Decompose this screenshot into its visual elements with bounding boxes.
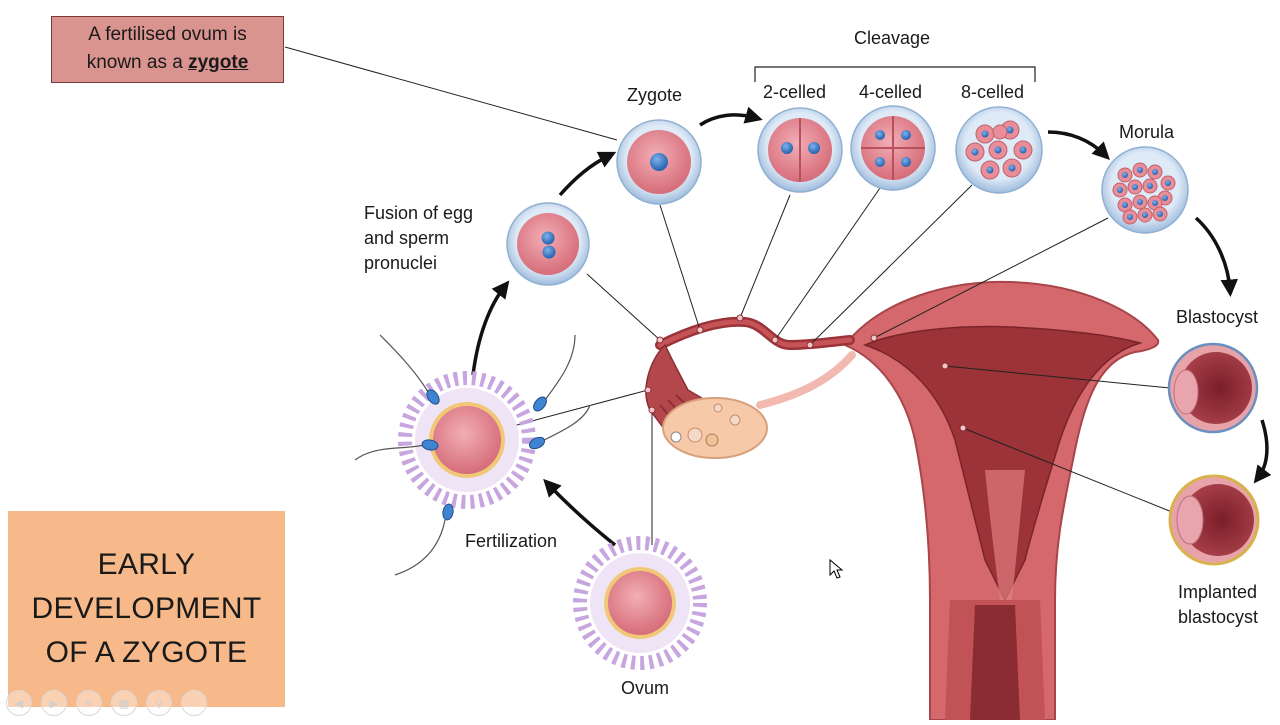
previous-icon[interactable]: ◀ <box>6 690 32 716</box>
leader-dots <box>644 314 967 432</box>
four-celled-embryo <box>850 105 936 191</box>
zygote-cell <box>616 119 702 205</box>
slide-title-box: EARLY DEVELOPMENT OF A ZYGOTE <box>8 511 285 707</box>
zygote-callout: A fertilised ovum is known as a zygote <box>51 16 284 83</box>
label-cleavage: Cleavage <box>854 28 931 48</box>
ovum-illustration <box>573 536 707 670</box>
arrow-to-blastocyst <box>1194 216 1238 297</box>
arrow-to-cleavage <box>699 106 763 127</box>
process-arrows <box>471 106 1272 547</box>
slide-title: EARLY DEVELOPMENT OF A ZYGOTE <box>31 543 261 675</box>
blastocyst <box>1167 342 1259 434</box>
next-icon[interactable]: ▶ <box>41 690 67 716</box>
uterus <box>843 280 1160 721</box>
fertilization-illustration <box>354 334 591 576</box>
label-fusion-line-3: pronuclei <box>364 253 438 273</box>
label-fertilization: Fertilization <box>465 531 558 551</box>
arrow-to-morula <box>1047 130 1110 160</box>
label-fusion-line-2: and sperm <box>364 228 450 248</box>
arrow-to-fusion <box>471 280 510 376</box>
two-celled-embryo <box>757 107 843 193</box>
eight-celled-embryo <box>955 106 1043 194</box>
title-line-1: EARLY <box>97 548 196 581</box>
arrow-to-zygote <box>558 151 617 197</box>
title-line-3: OF A ZYGOTE <box>45 636 248 669</box>
pen-icon[interactable]: ✎ <box>76 690 102 716</box>
label-ovum: Ovum <box>621 678 670 698</box>
arrow-fertilization <box>543 478 617 547</box>
label-morula: Morula <box>1119 122 1175 142</box>
label-zygote: Zygote <box>627 85 683 105</box>
callout-keyword: zygote <box>188 52 249 73</box>
zoom-icon[interactable]: ⚲ <box>146 690 172 716</box>
label-implanted-line-1: Implanted <box>1178 582 1258 602</box>
label-blastocyst: Blastocyst <box>1176 307 1259 327</box>
arrow-to-implanted <box>1253 419 1272 484</box>
mouse-cursor-icon <box>829 558 844 579</box>
callout-line-2: known as a zygote <box>52 49 283 77</box>
morula <box>1101 146 1189 234</box>
implanted-blastocyst <box>1168 474 1260 566</box>
slides-icon[interactable]: ▦ <box>111 690 137 716</box>
label-fusion-line-1: Fusion of egg <box>364 203 474 223</box>
cleavage-bracket <box>754 66 1036 82</box>
label-8-celled: 8-celled <box>961 82 1025 102</box>
label-2-celled: 2-celled <box>763 82 827 102</box>
title-line-2: DEVELOPMENT <box>31 592 262 625</box>
label-implanted-line-2: blastocyst <box>1178 607 1259 627</box>
more-icon[interactable]: ⋯ <box>181 690 207 716</box>
fusion-cell <box>506 202 590 286</box>
callout-line-1: A fertilised ovum is <box>88 24 247 45</box>
callout-line-2-text: known as a <box>86 52 189 73</box>
label-4-celled: 4-celled <box>859 82 923 102</box>
leader-lines <box>284 46 1173 545</box>
ovary <box>662 397 768 459</box>
